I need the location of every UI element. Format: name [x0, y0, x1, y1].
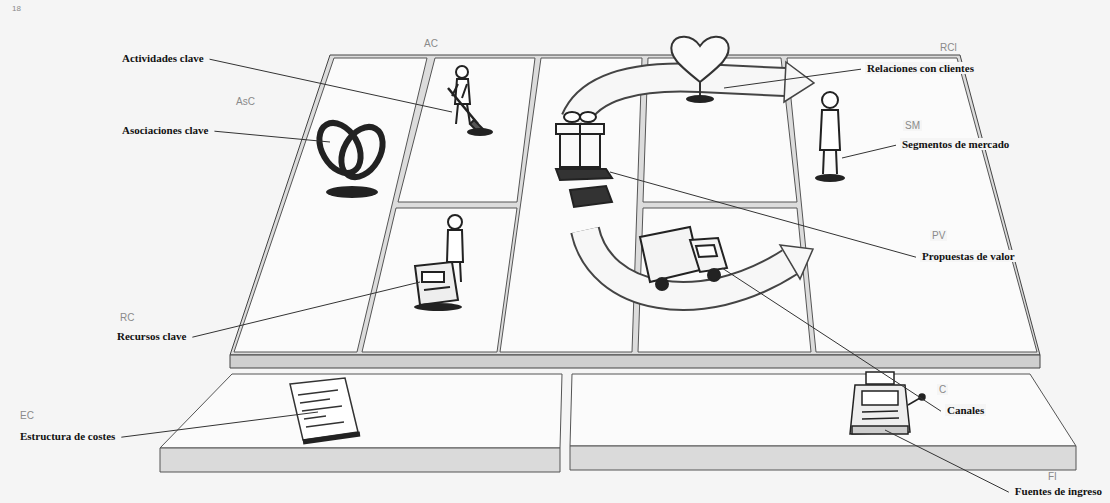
truck-icon: [656, 278, 668, 290]
cost-document-icon: [303, 434, 360, 442]
worker-machine-icon: [447, 230, 463, 262]
worker-machine-icon: [415, 262, 458, 305]
cash-register-icon: [862, 391, 898, 405]
cash-register-icon: [862, 411, 899, 419]
cost-board: [160, 374, 562, 472]
leader-line: [610, 172, 916, 257]
worker-machine-icon: [422, 272, 444, 282]
flow-arrow: [780, 245, 813, 279]
worker-machine-icon: [414, 303, 462, 311]
cost-board: [160, 374, 562, 448]
digging-man-icon: [448, 88, 478, 124]
worker-machine-icon: [424, 287, 450, 290]
canvas-block: [234, 58, 1037, 352]
leader-line: [885, 430, 1009, 492]
customer-figure-icon: [815, 92, 845, 182]
customer-figure-icon: [815, 174, 845, 182]
cash-register-icon: [908, 398, 920, 405]
gift-box-icon: [580, 112, 596, 122]
flow-arrow: [784, 62, 814, 102]
truck-icon: [640, 227, 700, 282]
canvas-board: [230, 355, 1040, 368]
cost-document-icon: [298, 390, 344, 427]
chain-rings-icon: [333, 120, 391, 185]
revenue-board: [570, 374, 1076, 470]
leader-line: [214, 131, 330, 142]
heart-icon: [671, 37, 729, 82]
leader-line: [210, 59, 452, 112]
block-name: Asociaciones clave: [120, 124, 210, 136]
truck-icon: [690, 238, 727, 272]
digging-man-icon: [467, 128, 493, 136]
block-abbreviation: AsC: [234, 96, 257, 107]
page-number: 18: [10, 4, 23, 13]
block-name: Actividades clave: [120, 52, 206, 64]
canvas-board: [230, 55, 1040, 368]
chain-rings-icon: [311, 116, 369, 181]
chain-rings-icon: [326, 186, 378, 198]
block-name: Relaciones con clientes: [865, 62, 976, 74]
digging-man-icon: [456, 66, 468, 78]
customer-figure-icon: [822, 92, 838, 108]
truck-icon: [708, 269, 720, 281]
block-abbreviation: RCl: [938, 42, 959, 53]
block-abbreviation: RC: [118, 312, 136, 323]
block-abbreviation: SM: [903, 120, 922, 131]
gift-box-icon: [570, 186, 612, 207]
heart-icon: [699, 82, 701, 96]
heart-icon: [686, 95, 714, 103]
canvas-board: [230, 55, 1040, 355]
cost-document-icon: [290, 378, 358, 440]
cost-document-icon: [290, 378, 360, 442]
gift-box-icon: [556, 112, 612, 207]
canvas-block: [787, 58, 1037, 352]
cash-register-icon: [850, 372, 925, 434]
truck-icon: [640, 227, 727, 290]
block-name: Recursos clave: [115, 330, 188, 342]
revenue-board: [570, 446, 1076, 470]
truck-icon: [696, 245, 717, 257]
digging-man-icon: [448, 66, 493, 136]
gift-box-icon: [579, 124, 581, 167]
block-name: Propuestas de valor: [920, 250, 1017, 262]
customer-figure-icon: [823, 150, 837, 174]
block-name: Canales: [945, 404, 986, 416]
gift-box-icon: [556, 169, 612, 180]
block-name: Segmentos de mercado: [900, 138, 1011, 150]
cash-register-icon: [850, 385, 910, 434]
block-abbreviation: PV: [930, 230, 947, 241]
leader-line: [192, 282, 420, 337]
block-name: Fuentes de ingreso: [1013, 485, 1104, 497]
leader-line: [724, 69, 861, 88]
block-name: Estructura de costes: [18, 430, 117, 442]
leader-line: [121, 412, 318, 437]
canvas-block: [362, 208, 517, 352]
customer-figure-icon: [820, 110, 840, 150]
revenue-board: [570, 374, 1076, 446]
chain-rings-icon: [311, 116, 391, 198]
worker-machine-icon: [448, 215, 462, 229]
heart-icon: [671, 37, 729, 103]
leader-line: [722, 268, 941, 411]
block-abbreviation: FI: [1046, 471, 1059, 482]
block-abbreviation: EC: [18, 410, 36, 421]
worker-machine-icon: [414, 215, 463, 311]
gift-box-icon: [564, 112, 580, 122]
block-abbreviation: AC: [422, 38, 440, 49]
cash-register-icon: [852, 426, 908, 434]
canvas-block: [398, 58, 535, 202]
leader-line: [842, 145, 896, 158]
block-abbreviation: C: [937, 384, 948, 395]
cost-board: [160, 448, 560, 472]
